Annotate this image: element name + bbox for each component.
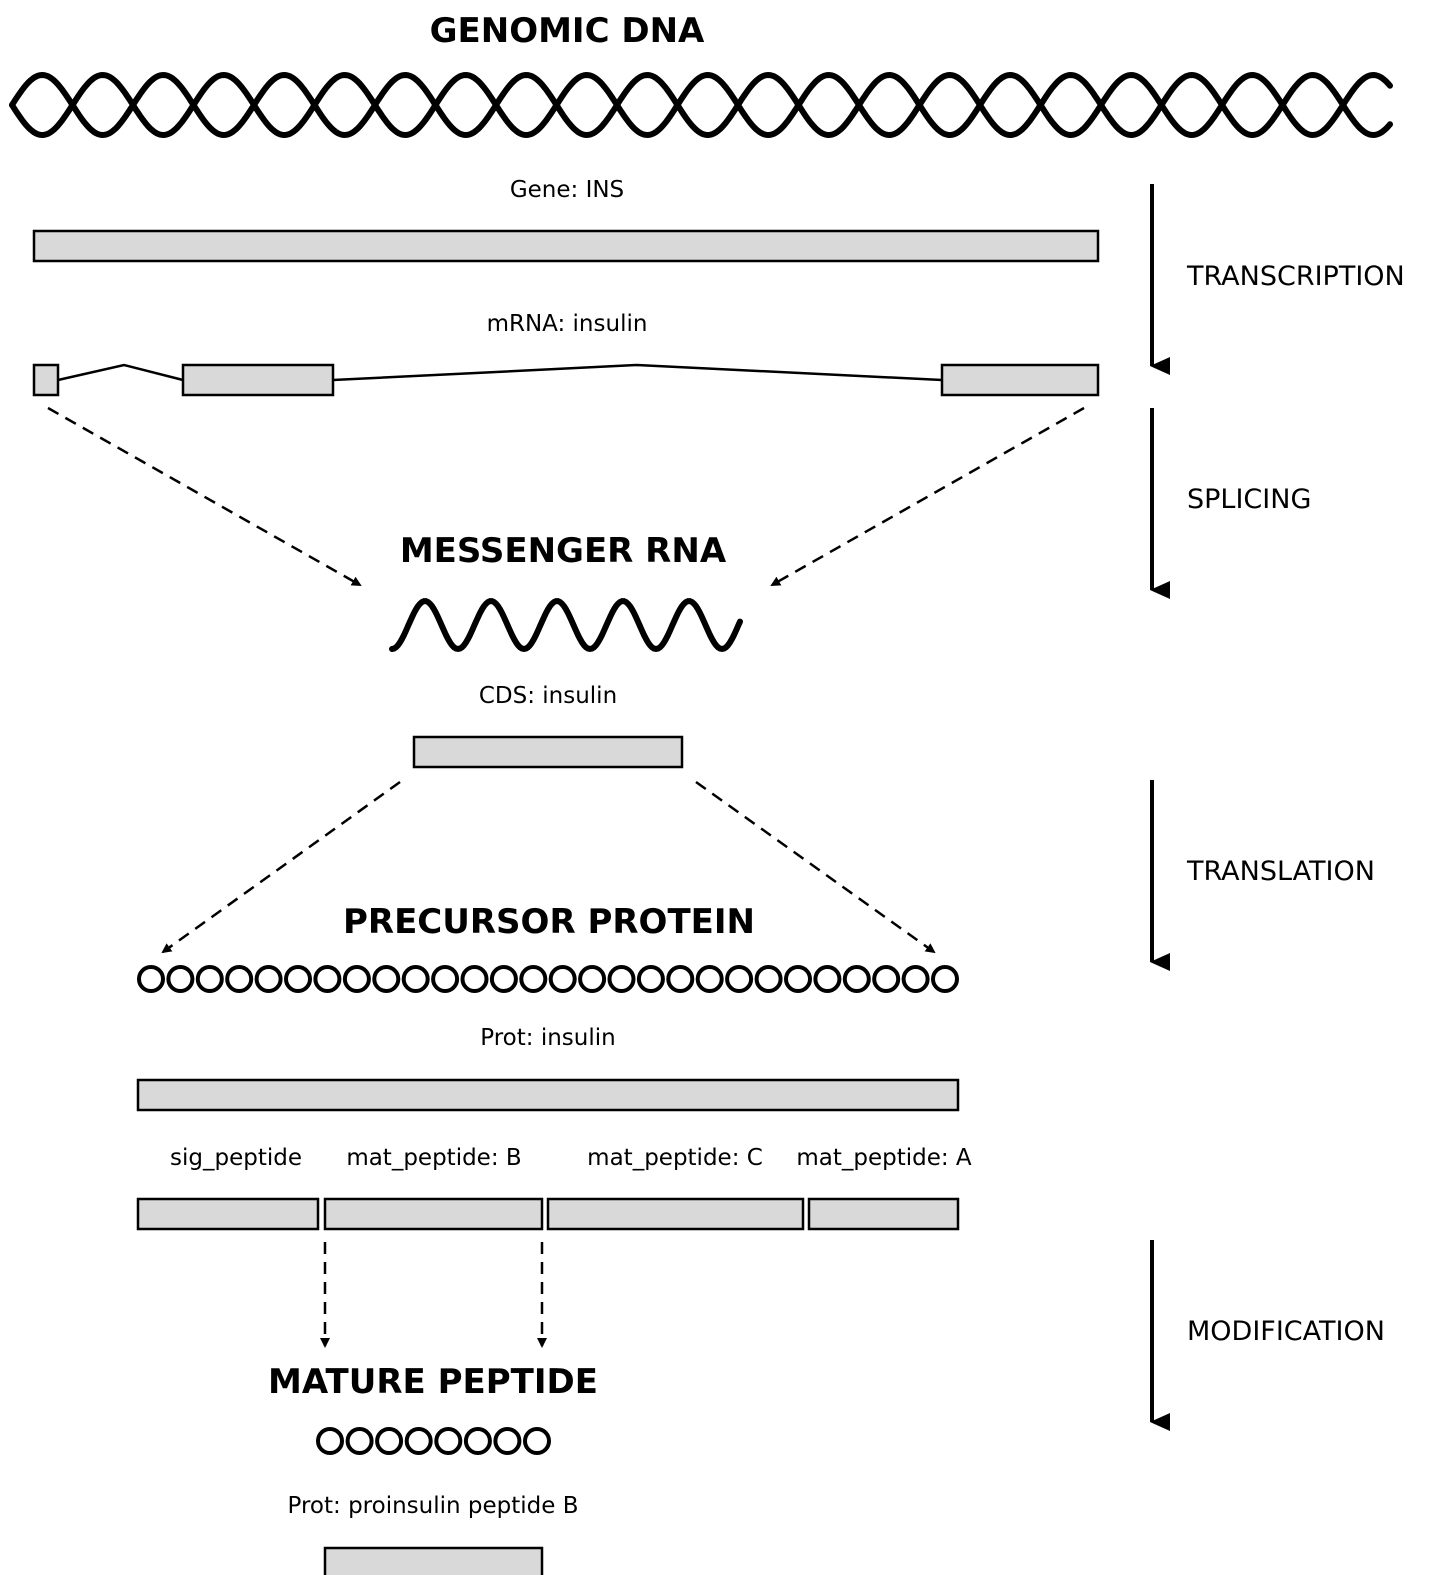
cds-bar — [412, 735, 684, 769]
precursor-protein-title: PRECURSOR PROTEIN — [343, 902, 755, 942]
amino-acid-residue — [137, 965, 165, 993]
amino-acid-residue — [460, 965, 489, 993]
intron-1 — [57, 363, 184, 382]
mat-peptide-a-label: mat_peptide: A — [796, 1145, 972, 1171]
amino-acid-residue — [489, 965, 518, 993]
splice-arrow-left — [47, 406, 362, 587]
mat-peptide-c-bar — [546, 1197, 805, 1231]
prot-label: Prot: insulin — [480, 1025, 615, 1051]
sig-peptide-label: sig_peptide — [170, 1145, 302, 1171]
amino-acid-residue — [523, 1427, 551, 1455]
amino-acid-residue — [519, 965, 548, 993]
prot-mature-label: Prot: proinsulin peptide B — [288, 1493, 579, 1519]
mature-peptide-title: MATURE PEPTIDE — [268, 1362, 598, 1402]
translation-step-label: TRANSLATION — [1186, 856, 1375, 887]
splicing-step-label: SPLICING — [1187, 484, 1311, 515]
mat-peptide-a-bar — [807, 1197, 960, 1231]
amino-acid-residue — [666, 965, 695, 993]
amino-acid-residue — [166, 965, 195, 993]
mat-peptide-c-label: mat_peptide: C — [587, 1145, 763, 1171]
exon-2 — [181, 363, 335, 397]
amino-acid-residue — [404, 1427, 433, 1455]
transcription-step-label: TRANSCRIPTION — [1186, 261, 1405, 292]
amino-acid-residue — [313, 965, 342, 993]
amino-acid-residue — [434, 1427, 463, 1455]
prot-bar — [136, 1078, 960, 1112]
amino-acid-residue — [813, 965, 842, 993]
sig-peptide-bar — [136, 1197, 320, 1231]
amino-acid-residue — [548, 965, 577, 993]
amino-acid-residue — [872, 965, 901, 993]
exon-1 — [32, 363, 60, 397]
translate-arrow-left — [161, 780, 401, 954]
amino-acid-residue — [225, 965, 254, 993]
splice-arrow-right — [770, 406, 1085, 587]
amino-acid-residue — [901, 965, 930, 993]
amino-acid-residue — [636, 965, 665, 993]
gene-label: Gene: INS — [510, 177, 624, 203]
modification-step-label: MODIFICATION — [1187, 1316, 1385, 1347]
amino-acid-residue — [931, 965, 959, 993]
amino-acid-residue — [431, 965, 460, 993]
amino-acid-residue — [342, 965, 371, 993]
exon-3 — [940, 363, 1100, 397]
mat-peptide-b-bar — [323, 1197, 544, 1231]
gene-bar — [32, 229, 1100, 263]
amino-acid-residue — [375, 1427, 404, 1455]
intron-2 — [332, 363, 943, 382]
amino-acid-residue — [493, 1427, 522, 1455]
amino-acid-residue — [842, 965, 871, 993]
amino-acid-residue — [578, 965, 607, 993]
amino-acid-residue — [316, 1427, 344, 1455]
amino-acid-residue — [695, 965, 724, 993]
amino-acid-residue — [754, 965, 783, 993]
genomic-dna-title: GENOMIC DNA — [430, 11, 705, 51]
amino-acid-residue — [607, 965, 636, 993]
amino-acid-residue — [345, 1427, 374, 1455]
amino-acid-residue — [725, 965, 754, 993]
amino-acid-residue — [372, 965, 401, 993]
amino-acid-residue — [254, 965, 283, 993]
translate-arrow-right — [695, 780, 936, 954]
messenger-rna-title: MESSENGER RNA — [400, 531, 727, 571]
mrna-label: mRNA: insulin — [487, 311, 648, 337]
amino-acid-residue — [463, 1427, 492, 1455]
precursor-amino-acid-chain — [137, 965, 959, 993]
cds-label: CDS: insulin — [479, 683, 617, 709]
dna-strand-2 — [9, 71, 1393, 139]
dna-strand-1 — [9, 71, 1393, 139]
mature-amino-acid-chain — [316, 1427, 551, 1455]
amino-acid-residue — [401, 965, 430, 993]
mat-peptide-b-label: mat_peptide: B — [346, 1145, 521, 1171]
amino-acid-residue — [284, 965, 312, 993]
amino-acid-residue — [195, 965, 224, 993]
amino-acid-residue — [784, 965, 812, 993]
mature-peptide-bar — [323, 1546, 544, 1575]
rna-wave — [389, 598, 743, 653]
